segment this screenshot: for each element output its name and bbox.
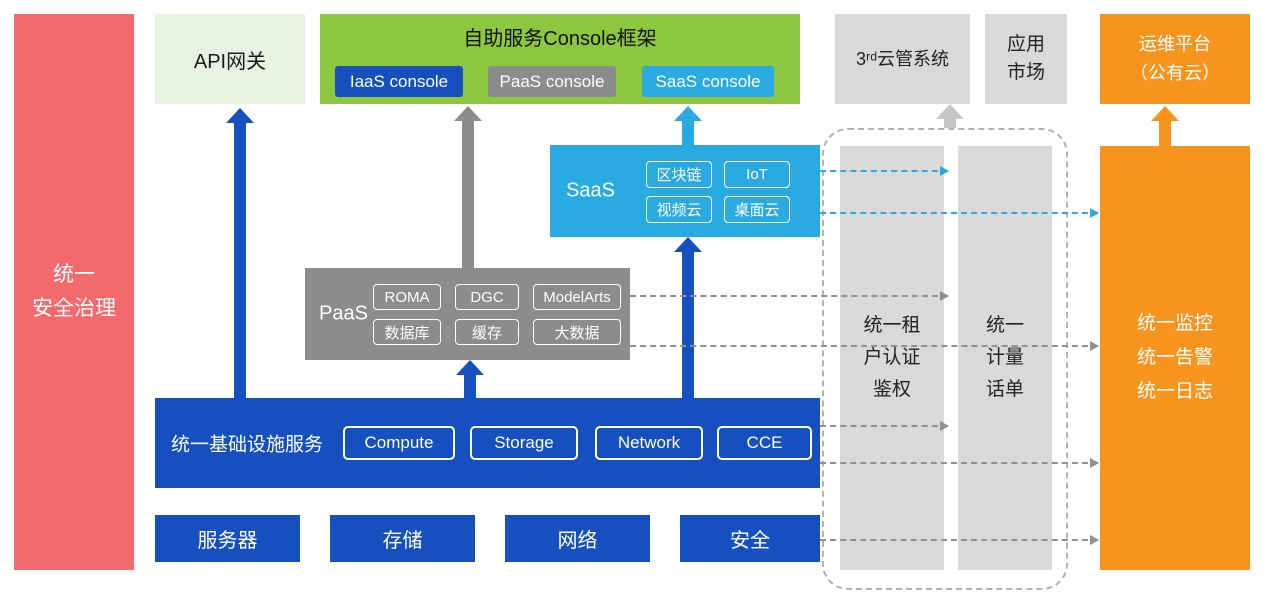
paas-item-database: 数据库 (373, 319, 441, 345)
paas-item-roma: ROMA (373, 284, 441, 310)
iaas-console-chip: IaaS console (335, 66, 463, 97)
dashed-boundary (822, 128, 1068, 590)
console-framework-box: 自助服务Console框架 IaaS console PaaS console … (320, 14, 800, 104)
dash-saas-to-monitoring (820, 208, 1099, 218)
infra-item-storage: Storage (470, 426, 578, 460)
paas-item-cache: 缓存 (455, 319, 519, 345)
paas-item-dgc: DGC (455, 284, 519, 310)
console-framework-title: 自助服务Console框架 (463, 28, 657, 50)
paas-box: PaaS ROMA DGC ModelArts 数据库 缓存 大数据 (305, 268, 630, 360)
arrow-monitor-to-om (1150, 106, 1180, 146)
dash-security-to-monitoring (820, 535, 1099, 545)
infra-item-compute: Compute (343, 426, 455, 460)
app-market-box: 应用 市场 (985, 14, 1067, 104)
saas-item-iot: IoT (724, 161, 790, 188)
paas-item-bigdata: 大数据 (533, 319, 621, 345)
infra-item-cce: CCE (717, 426, 812, 460)
third-party-cloud-box: 3ʳᵈ云管系统 (835, 14, 970, 104)
saas-item-video-cloud: 视频云 (646, 196, 712, 223)
paas-item-modelarts: ModelArts (533, 284, 621, 310)
dash-paas-to-metering (630, 291, 949, 301)
resource-box-server: 服务器 (155, 515, 300, 562)
dash-saas-to-auth (820, 166, 949, 176)
arrow-saas-to-console (673, 106, 703, 145)
arrow-to-third-party (935, 104, 965, 128)
resource-box-security: 安全 (680, 515, 820, 562)
saas-label: SaaS (566, 179, 615, 202)
resource-box-network: 网络 (505, 515, 650, 562)
security-governance-bar: 统一 安全治理 (14, 14, 134, 570)
dash-paas-to-monitoring (630, 341, 1099, 351)
tenant-auth-bar: 统一租 户认证 鉴权 (840, 146, 944, 570)
dash-infra-to-monitoring (820, 458, 1099, 468)
dash-infra-to-metering (820, 421, 949, 431)
infrastructure-box: 统一基础设施服务 Compute Storage Network CCE (155, 398, 820, 488)
saas-item-blockchain: 区块链 (646, 161, 712, 188)
paas-label: PaaS (319, 302, 368, 325)
paas-console-chip: PaaS console (488, 66, 616, 97)
saas-box: SaaS 区块链 IoT 视频云 桌面云 (550, 145, 820, 237)
arrow-infra-to-saas (673, 237, 703, 398)
metering-bar: 统一 计量 话单 (958, 146, 1052, 570)
monitoring-box: 统一监控 统一告警 统一日志 (1100, 146, 1250, 570)
api-gateway-box: API网关 (155, 14, 305, 104)
om-platform-box: 运维平台 （公有云） (1100, 14, 1250, 104)
arrow-infra-to-api (225, 108, 255, 398)
infra-item-network: Network (595, 426, 703, 460)
infrastructure-label: 统一基础设施服务 (171, 434, 324, 456)
arrow-infra-to-paas (455, 360, 485, 398)
resource-box-storage: 存储 (330, 515, 475, 562)
saas-item-desktop-cloud: 桌面云 (724, 196, 790, 223)
saas-console-chip: SaaS console (642, 66, 774, 97)
arrow-paas-to-console (453, 106, 483, 268)
